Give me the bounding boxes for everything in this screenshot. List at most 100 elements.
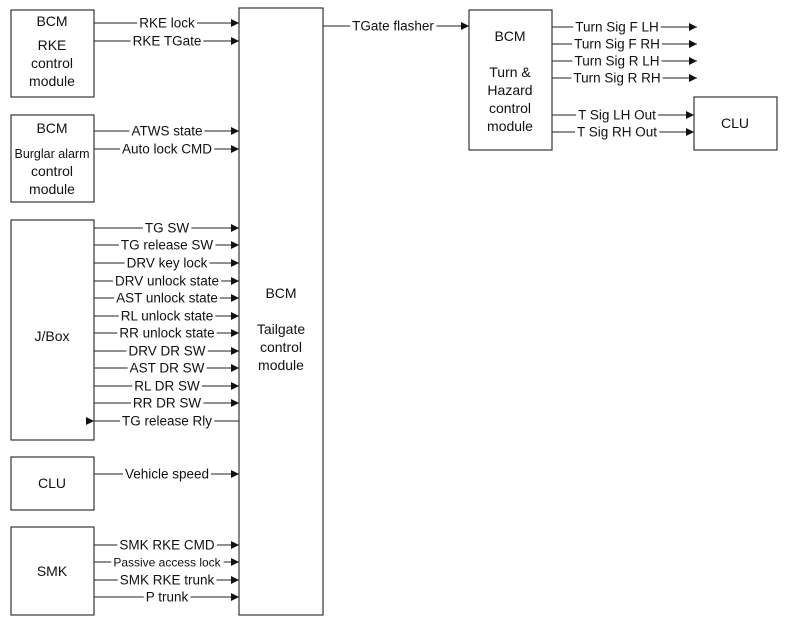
signal-label: Turn Sig R LH bbox=[572, 52, 662, 70]
module-line: CLU bbox=[38, 475, 66, 491]
bcm-burglar-alarm-control-module: BCM Burglar alarm control module bbox=[10, 114, 95, 203]
bcm-turn-hazard-control-module: BCM Turn & Hazard control module bbox=[468, 9, 553, 151]
signal-label: TG SW bbox=[142, 219, 192, 237]
signal-label-background bbox=[573, 18, 661, 36]
module-line: control bbox=[31, 55, 73, 71]
signal-label-background bbox=[572, 35, 662, 53]
signal-label: DRV key lock bbox=[124, 254, 210, 272]
bcm-tailgate-control-module: BCM Tailgate control module bbox=[238, 7, 324, 616]
signal-label-text: RR unlock state bbox=[119, 326, 214, 341]
signal-label-background bbox=[576, 106, 659, 124]
signal-label: Passive access lock bbox=[111, 554, 224, 571]
clu-right-module: CLU bbox=[693, 96, 778, 151]
signal-label-background bbox=[119, 412, 215, 430]
module-line: module bbox=[258, 357, 304, 373]
signal-label-text: DRV key lock bbox=[127, 256, 208, 271]
signal-label-background bbox=[132, 377, 203, 395]
module-line: J/Box bbox=[34, 328, 69, 344]
signal-label-background bbox=[574, 123, 660, 141]
signal-label: TGate flasher bbox=[350, 17, 437, 35]
signal-label: RR DR SW bbox=[130, 394, 204, 412]
module-line: RKE bbox=[38, 37, 67, 53]
clu-left-module: CLU bbox=[10, 456, 95, 511]
signal-label-text: RL DR SW bbox=[134, 379, 200, 394]
signal-label: RR unlock state bbox=[117, 324, 217, 342]
signal-label: Vehicle speed bbox=[122, 465, 212, 483]
signal-label-background bbox=[142, 219, 192, 237]
module-line: CLU bbox=[721, 115, 749, 131]
module-line: Tailgate bbox=[257, 321, 305, 337]
signal-label: Turn Sig F RH bbox=[572, 35, 662, 53]
signal-label: P trunk bbox=[143, 588, 191, 606]
signal-label-text: AST unlock state bbox=[116, 291, 218, 306]
signal-label: TG release Rly bbox=[119, 412, 215, 430]
signal-label-text: TGate flasher bbox=[352, 19, 434, 34]
signal-label-background bbox=[124, 254, 210, 272]
signal-label: Turn Sig R RH bbox=[571, 69, 663, 87]
signal-label: SMK RKE CMD bbox=[117, 536, 217, 554]
signal-label-background bbox=[137, 14, 198, 32]
signal-label-background bbox=[117, 571, 217, 589]
bcm-rke-control-module: BCM RKE control module bbox=[10, 9, 95, 98]
signal-label-text: TG release Rly bbox=[122, 414, 212, 429]
signal-label-text: T Sig RH Out bbox=[577, 125, 657, 140]
jbox-module: J/Box bbox=[10, 219, 95, 441]
signal-label-background bbox=[118, 236, 216, 254]
module-line: SMK bbox=[37, 563, 68, 579]
signal-label-text: Turn Sig F LH bbox=[575, 20, 659, 35]
signal-label: Turn Sig F LH bbox=[573, 18, 661, 36]
signal-label-text: RKE TGate bbox=[133, 34, 202, 49]
module-line: control bbox=[260, 339, 302, 355]
module-line: Burglar alarm bbox=[14, 147, 89, 161]
signal-label-background bbox=[111, 554, 224, 571]
signal-label: RKE TGate bbox=[130, 32, 204, 50]
signal-label-background bbox=[126, 342, 208, 360]
module-line: control bbox=[31, 163, 73, 179]
signal-label-background bbox=[114, 289, 220, 307]
signal-label: Auto lock CMD bbox=[119, 140, 215, 158]
signal-label-text: DRV DR SW bbox=[128, 344, 205, 359]
signal-label-text: Passive access lock bbox=[113, 556, 221, 570]
signal-label-text: DRV unlock state bbox=[115, 274, 219, 289]
signal-label-background bbox=[130, 32, 204, 50]
signal-label: AST DR SW bbox=[127, 359, 207, 377]
module-line: module bbox=[29, 73, 75, 89]
signal-label-text: Auto lock CMD bbox=[122, 142, 212, 157]
signal-label: SMK RKE trunk bbox=[117, 571, 217, 589]
signal-label-background bbox=[129, 122, 205, 140]
signal-label-text: TG release SW bbox=[121, 238, 214, 253]
signal-label: RKE lock bbox=[137, 14, 198, 32]
signal-label: RL DR SW bbox=[132, 377, 203, 395]
signal-label-background bbox=[130, 394, 204, 412]
smk-module: SMK bbox=[10, 526, 95, 616]
signal-label-background bbox=[127, 359, 207, 377]
signal-label-background bbox=[143, 588, 191, 606]
signal-label-text: RR DR SW bbox=[133, 396, 202, 411]
module-line: Turn & bbox=[489, 64, 531, 80]
signal-label-text: TG SW bbox=[145, 221, 190, 236]
module-line: BCM bbox=[265, 285, 296, 301]
signal-label-background bbox=[122, 465, 212, 483]
signal-label: T Sig RH Out bbox=[574, 123, 660, 141]
signal-label-background bbox=[112, 272, 222, 290]
module-line: module bbox=[29, 181, 75, 197]
signal-label-background bbox=[350, 17, 437, 35]
signal-label-text: P trunk bbox=[146, 590, 189, 605]
module-line: module bbox=[487, 118, 533, 134]
signal-label-text: AST DR SW bbox=[130, 361, 205, 376]
signal-label: T Sig LH Out bbox=[576, 106, 659, 124]
signal-label-text: Turn Sig R LH bbox=[574, 54, 659, 69]
signal-label-background bbox=[117, 536, 217, 554]
signal-label-text: Turn Sig R RH bbox=[573, 71, 660, 86]
signal-label: RL unlock state bbox=[118, 307, 216, 325]
signal-label-background bbox=[118, 307, 216, 325]
signal-label: AST unlock state bbox=[114, 289, 220, 307]
signal-label-text: Turn Sig F RH bbox=[574, 37, 660, 52]
signal-label-background bbox=[572, 52, 662, 70]
signal-label-text: T Sig LH Out bbox=[578, 108, 656, 123]
signal-label-text: RL unlock state bbox=[121, 309, 214, 324]
signal-label-text: RKE lock bbox=[139, 16, 195, 31]
signal-label: ATWS state bbox=[129, 122, 205, 140]
